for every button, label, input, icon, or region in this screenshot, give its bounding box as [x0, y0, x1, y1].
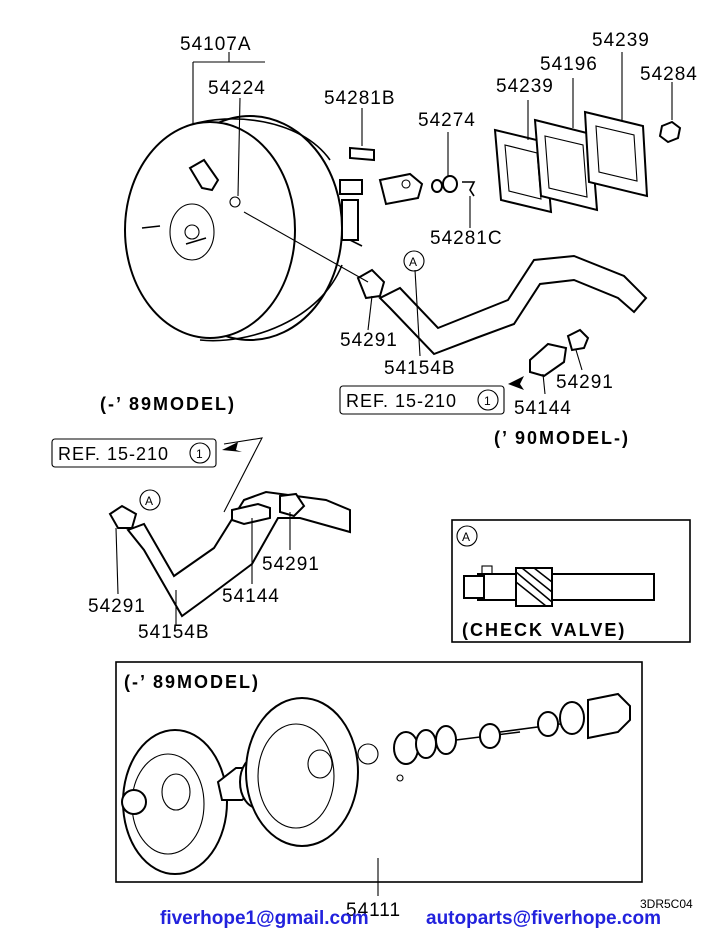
arrow-icon [222, 442, 242, 452]
diagram-code: 3DR5C04 [640, 897, 693, 911]
label-54291-a: 54291 [340, 330, 398, 351]
booster-assembly-89model: (-’ 89MODEL) [115, 661, 643, 883]
model-89-caption-top: (-’ 89MODEL) [100, 394, 236, 414]
label-54291-b: 54291 [556, 372, 614, 393]
ref-1-num: 1 [484, 394, 491, 408]
ref-2-text: REF. 15-210 [58, 444, 169, 464]
label-54154B-a: 54154B [384, 358, 456, 379]
label-54284: 54284 [640, 64, 698, 85]
model-89-caption-box: (-’ 89MODEL) [124, 672, 260, 692]
vacuum-hose-89model [108, 490, 351, 618]
callouts: A A A [139, 250, 478, 547]
ref-1-text: REF. 15-210 [346, 391, 457, 411]
label-54274: 54274 [418, 110, 476, 131]
callout-a-circle [456, 525, 478, 547]
arrow-icon [508, 376, 524, 390]
footer-email-2[interactable]: autoparts@fiverhope.com [426, 908, 661, 929]
flow-arrows [222, 376, 524, 452]
spacer-plates [493, 110, 682, 214]
part-labels: 54107A 54224 54281B 54274 54239 54196 54… [88, 30, 698, 921]
ref-2-num: 1 [196, 447, 203, 461]
label-54196: 54196 [540, 54, 598, 75]
check-valve-inset: (CHECK VALVE) [451, 519, 691, 643]
label-54224: 54224 [208, 78, 266, 99]
vacuum-hose-90model [356, 254, 648, 378]
label-54291-d: 54291 [88, 596, 146, 617]
footer-email-1[interactable]: fiverhope1@gmail.com [160, 908, 369, 929]
label-54107A: 54107A [180, 34, 252, 55]
label-54111: 54111 [346, 900, 401, 921]
label-54281C: 54281C [430, 228, 503, 249]
clevis-assembly [349, 146, 476, 206]
callout-a-circle [403, 250, 425, 272]
callout-a-3: A [462, 530, 470, 544]
label-54144-a: 54144 [514, 398, 572, 419]
label-54144-b: 54144 [222, 586, 280, 607]
model-90-caption: (’ 90MODEL-) [494, 428, 630, 448]
brake-booster [124, 115, 363, 342]
label-54154B-b: 54154B [138, 622, 210, 643]
label-54291-c: 54291 [262, 554, 320, 575]
callout-a-circle [139, 489, 161, 511]
ref-box-2: REF. 15-210 1 [51, 438, 217, 468]
callout-a-1: A [409, 255, 417, 269]
ref-box-1: REF. 15-210 1 [339, 385, 505, 415]
callout-a-2: A [145, 494, 153, 508]
leader-lines [115, 52, 673, 896]
label-54239-left: 54239 [496, 76, 554, 97]
check-valve-caption: (CHECK VALVE) [462, 620, 626, 640]
label-54239-right: 54239 [592, 30, 650, 51]
label-54281B: 54281B [324, 88, 396, 109]
